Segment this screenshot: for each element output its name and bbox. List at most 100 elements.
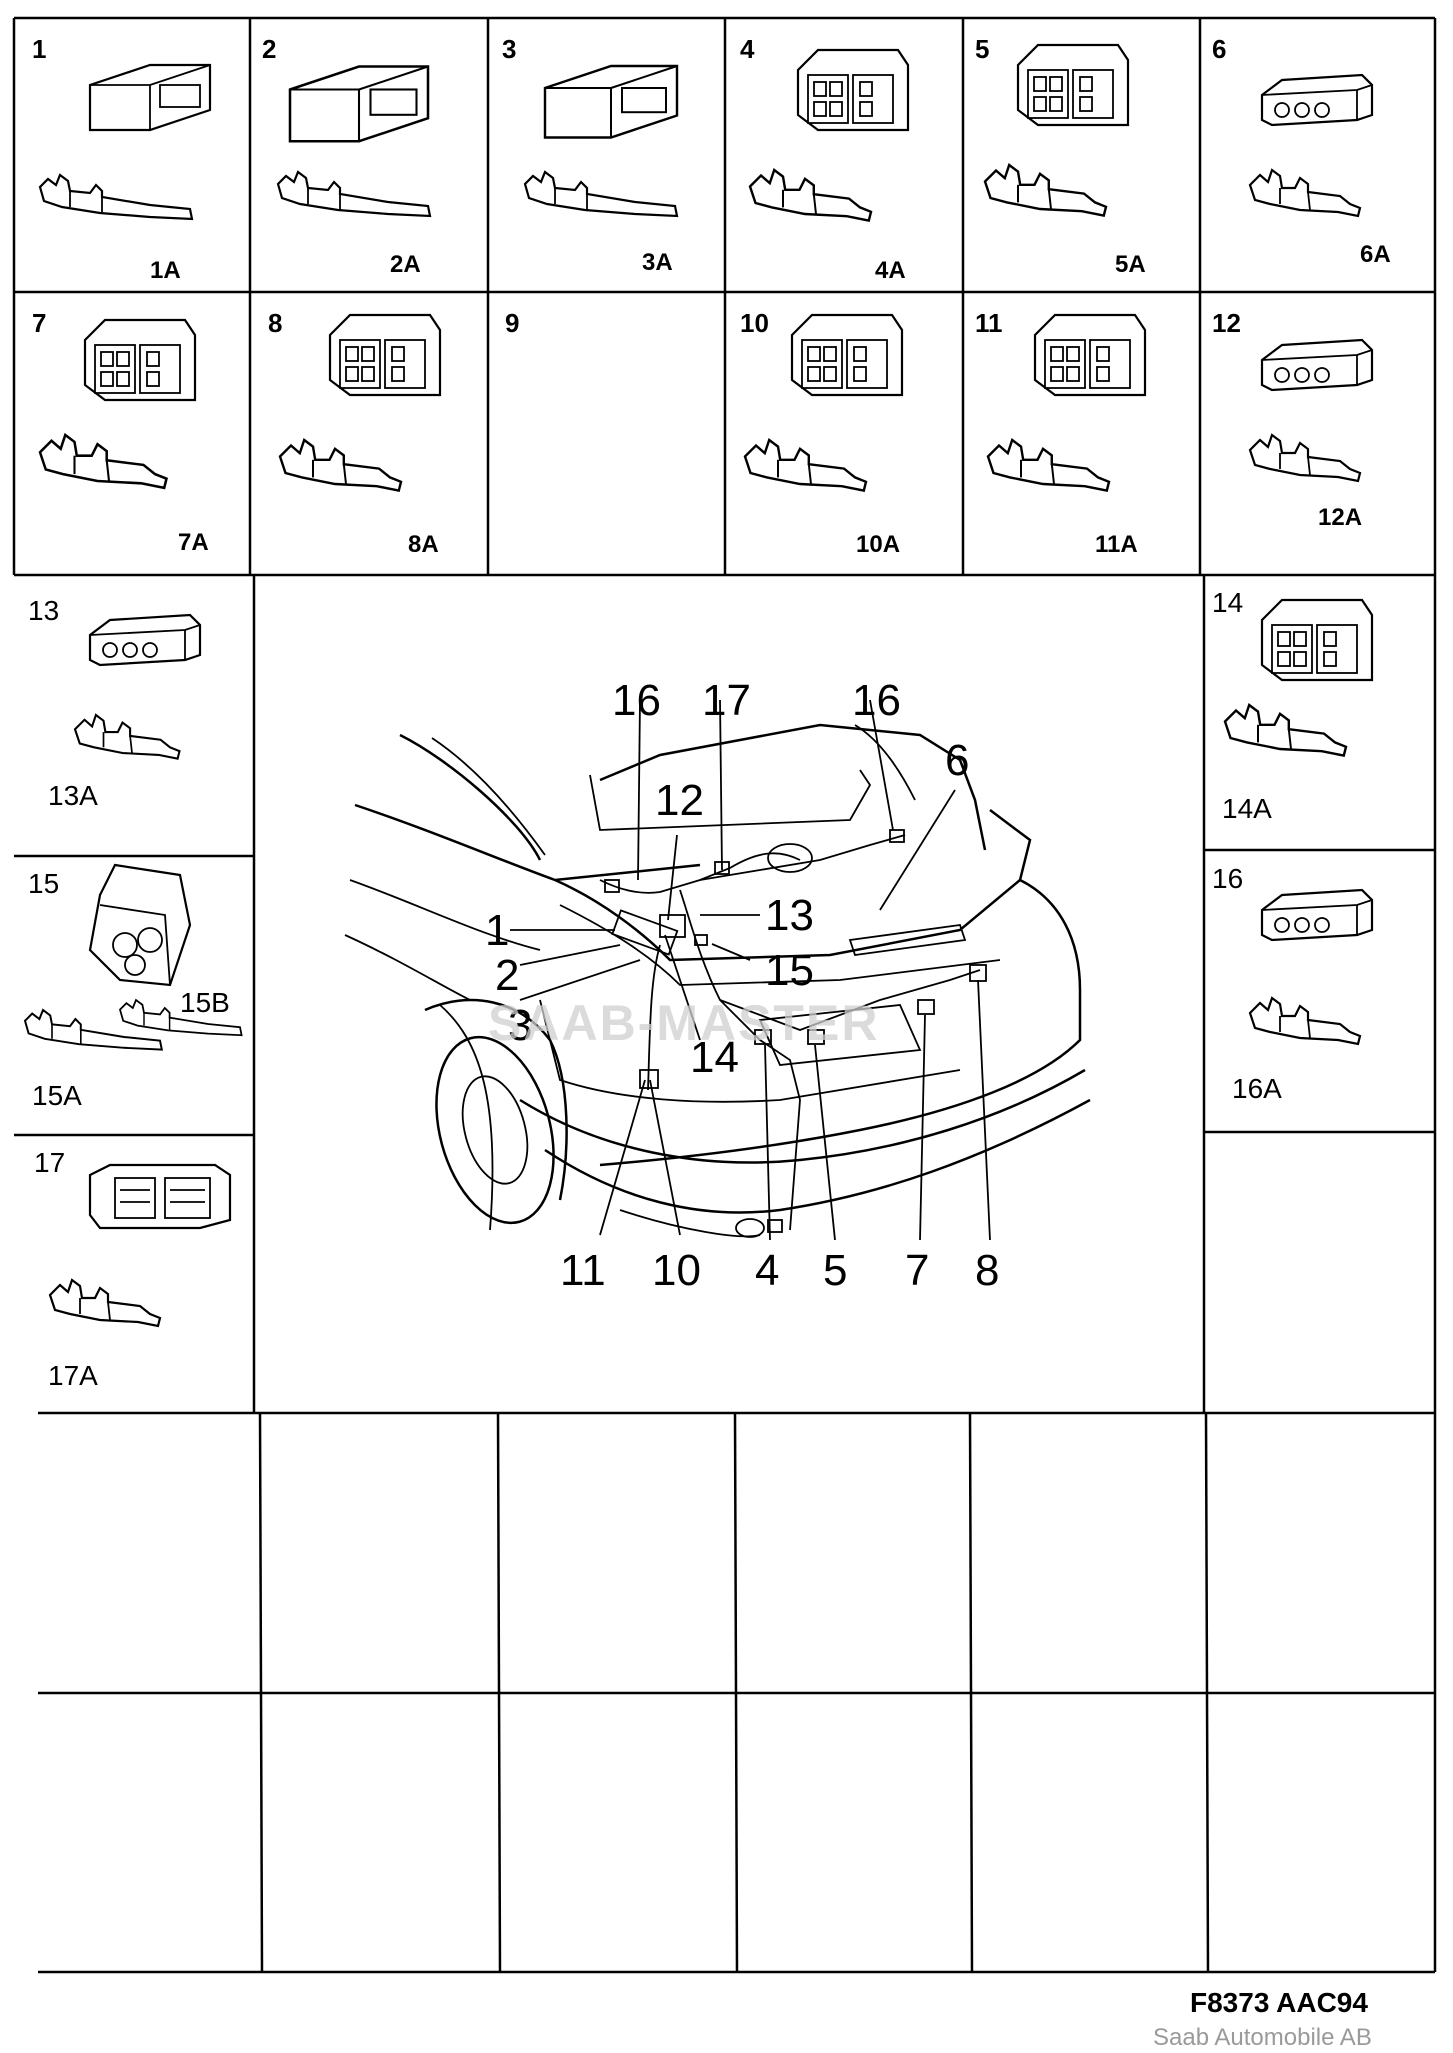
cell-number: 5 (975, 34, 989, 64)
part-label: 3A (642, 249, 673, 276)
cell-number: 13 (28, 595, 59, 626)
cell-number: 16 (1212, 863, 1243, 894)
connector-housing-icon (88, 63, 212, 132)
cell-number: 14 (1212, 587, 1243, 618)
part-label: 11A (1095, 531, 1138, 558)
cell-12: 12 12A (1212, 308, 1374, 531)
part-label: 13A (48, 780, 98, 811)
cell-number: 6 (1212, 34, 1226, 64)
terminal-icon (1248, 996, 1362, 1046)
callout-10: 10 (652, 1246, 701, 1295)
callout-17: 17 (702, 676, 751, 725)
cell-11: 11 11A (975, 308, 1147, 558)
cell-13: 13 13A (28, 595, 202, 811)
car-rear-illustration (344, 699, 1091, 1241)
callout-12: 12 (655, 776, 704, 825)
part-label: 4A (875, 257, 906, 284)
part-label: 17A (48, 1360, 98, 1391)
cell-number: 11 (975, 308, 1003, 338)
connector-housing-icon (288, 65, 430, 143)
part-label: 5A (1115, 251, 1146, 278)
cell-14: 14 14A (1212, 587, 1374, 824)
cell-17: 17 17A (34, 1147, 232, 1391)
callout-16-left: 16 (612, 676, 661, 725)
callout-8: 8 (975, 1246, 999, 1295)
callout-labels: 16 17 16 6 12 13 15 1 2 3 14 11 10 4 5 7… (485, 676, 999, 1295)
part-label: 1A (150, 257, 181, 284)
terminal-icon (1223, 703, 1348, 757)
terminal-icon (748, 168, 873, 222)
connector-housing-icon (1260, 888, 1374, 942)
cell-number: 3 (502, 34, 516, 64)
cell-5: 5 5A (975, 34, 1146, 278)
plug-connector-icon (88, 863, 192, 987)
terminal-icon (38, 433, 168, 490)
terminal-icon (276, 170, 432, 218)
cell-number: 9 (505, 308, 519, 338)
connector-housing-icon (1260, 598, 1374, 682)
cell-number: 4 (740, 34, 755, 64)
terminal-icon (38, 173, 194, 221)
connector-housing-icon (328, 313, 442, 397)
connector-housing-icon (83, 318, 197, 402)
cell-8: 8 8A (268, 308, 442, 558)
terminal-icon (523, 170, 679, 218)
cell-1: 1 1A (32, 34, 212, 284)
cell-number: 8 (268, 308, 282, 338)
cell-2: 2 2A (262, 34, 432, 278)
part-label: 16A (1232, 1073, 1282, 1104)
cell-3: 3 3A (502, 34, 679, 276)
cell-7: 7 7A (32, 308, 209, 556)
callout-13: 13 (765, 891, 814, 940)
connector-housing-icon (1033, 313, 1147, 397)
terminal-icon (743, 438, 868, 492)
terminal-icon (986, 438, 1111, 492)
connector-housing-icon (543, 64, 679, 139)
connector-housing-icon (88, 613, 202, 667)
connector-housing-icon (1260, 338, 1374, 392)
part-label: 15A (32, 1080, 82, 1111)
connector-housing-icon (1260, 73, 1374, 127)
callout-14: 14 (690, 1033, 739, 1082)
cell-6: 6 6A (1212, 34, 1391, 268)
callout-3: 3 (508, 1001, 532, 1050)
grid-lines (12, 16, 1437, 1974)
cell-number: 15 (28, 868, 59, 899)
callout-4: 4 (755, 1246, 779, 1295)
drawing-code: F8373 AAC94 (1190, 1987, 1368, 2018)
connector-housing-icon (796, 48, 910, 132)
terminal-icon (983, 163, 1108, 217)
cell-number: 10 (740, 308, 769, 338)
part-label: 6A (1360, 241, 1391, 268)
cell-9: 9 (505, 308, 519, 338)
part-label: 14A (1222, 793, 1272, 824)
part-label: 8A (408, 531, 439, 558)
part-label: 7A (178, 529, 209, 556)
company-name: Saab Automobile AB (1153, 2024, 1372, 2051)
callout-15: 15 (765, 946, 814, 995)
callout-16-right: 16 (852, 676, 901, 725)
callout-7: 7 (905, 1246, 929, 1295)
callout-11: 11 (560, 1246, 606, 1295)
part-label: 10A (856, 531, 900, 558)
part-label-b: 15B (180, 987, 230, 1018)
cell-10: 10 10A (740, 308, 904, 558)
cell-number: 7 (32, 308, 46, 338)
part-label: 2A (390, 251, 421, 278)
connector-housing-icon (1016, 43, 1130, 127)
cell-number: 17 (34, 1147, 65, 1178)
watermark-logo: SAAB-MASTER (488, 995, 879, 1051)
part-label: 12A (1318, 504, 1362, 531)
terminal-icon (73, 713, 181, 760)
terminal-icon (278, 438, 403, 492)
callout-6: 6 (945, 736, 969, 785)
cell-16: 16 16A (1212, 863, 1374, 1104)
cell-4: 4 4A (740, 34, 910, 284)
cell-15: 15 15B 15A (24, 863, 243, 1111)
callout-5: 5 (823, 1246, 847, 1295)
callout-2: 2 (495, 951, 519, 1000)
connector-housing-icon (790, 313, 904, 397)
callout-1: 1 (485, 906, 509, 955)
cell-number: 2 (262, 34, 276, 64)
